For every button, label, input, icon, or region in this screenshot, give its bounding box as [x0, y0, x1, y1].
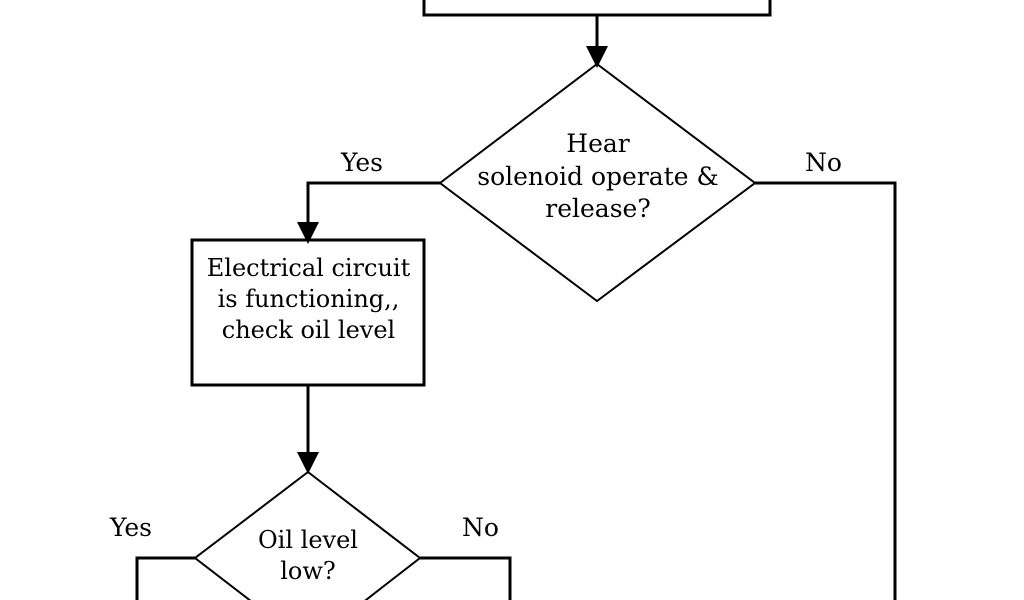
arrowheads [297, 46, 608, 474]
decision-solenoid-label: Hear solenoid operate & release? [477, 129, 719, 223]
decision-oil-shape [193, 470, 422, 600]
top-box-shape [422, 0, 772, 17]
process-electrical-label: Electrical circuit is functioning,, chec… [206, 254, 411, 345]
edge-solenoid-no [755, 181, 897, 600]
edge-label-solenoid-no: No [805, 148, 842, 177]
decision-oil-label: Oil level low? [258, 526, 358, 586]
edge-label-solenoid-yes: Yes [341, 148, 383, 177]
arrowhead-into-oil [297, 452, 319, 474]
decision-solenoid-shape [438, 62, 757, 303]
arrowhead-into-solenoid [586, 46, 608, 68]
edge-solenoid-yes [306, 181, 440, 228]
arrowhead-into-process [297, 222, 319, 244]
edge-oil-no [420, 556, 512, 600]
edge-oil-yes [135, 556, 195, 600]
edge-label-oil-no: No [462, 513, 499, 542]
edge-label-oil-yes: Yes [110, 513, 152, 542]
